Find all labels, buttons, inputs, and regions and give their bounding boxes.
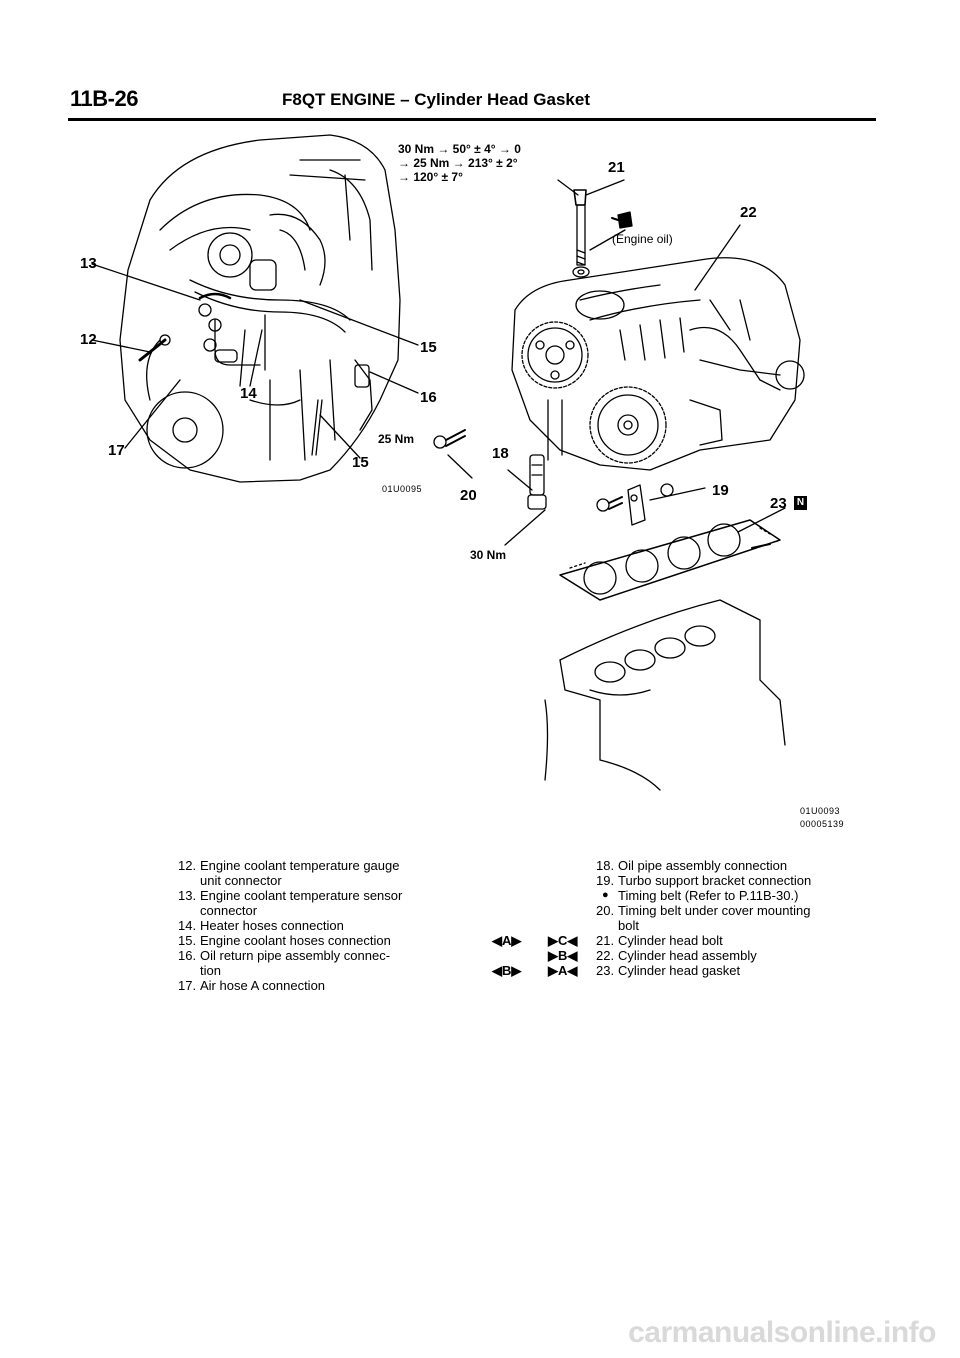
legend-item-17: 17.Air hose A connection: [178, 978, 326, 993]
callout-21: 21: [608, 159, 625, 176]
cylinder-head-drawing: [504, 179, 805, 791]
legend-item-12: 12.Engine coolant temperature gauge: [178, 858, 400, 873]
legend-item-15: 15.Engine coolant hoses connection: [178, 933, 391, 948]
torque-spec-line-2: → 25 Nm → 213° ± 2°: [398, 156, 518, 170]
removal-mark-b: ◀B▶: [492, 963, 522, 978]
removal-mark-a: ◀A▶: [492, 933, 522, 948]
callout-20: 20: [460, 487, 477, 504]
legend-item-timing-belt: ●Timing belt (Refer to P.11B-30.): [602, 888, 799, 903]
install-mark-c: ▶C◀: [548, 933, 578, 948]
figure-code-right-2: 00005139: [800, 819, 845, 829]
figure-code-right-1: 01U0093: [800, 806, 841, 816]
legend-item-21: 21.Cylinder head bolt: [596, 933, 723, 948]
callout-18: 18: [492, 445, 509, 462]
torque-spec-line-1: 30 Nm → 50° ± 4° → 0: [398, 142, 521, 156]
legend-item-20-cont: bolt: [618, 918, 639, 933]
callout-14: 14: [240, 385, 257, 402]
legend-left: 12.Engine coolant temperature gauge unit…: [178, 858, 468, 993]
legend-item-14: 14.Heater hoses connection: [178, 918, 344, 933]
callout-16: 16: [420, 389, 437, 406]
callout-13: 13: [80, 255, 97, 272]
page-title: F8QT ENGINE – Cylinder Head Gasket: [282, 90, 590, 109]
callout-23: 23: [770, 495, 787, 512]
callout-22: 22: [740, 204, 757, 221]
legend-right: 18.Oil pipe assembly connection 19.Turbo…: [596, 858, 866, 978]
legend-item-16-cont: tion: [200, 963, 221, 978]
figure-code-left: 01U0095: [382, 484, 423, 494]
legend-item-19: 19.Turbo support bracket connection: [596, 873, 812, 888]
install-mark-a: ▶A◀: [548, 963, 578, 978]
torque-30nm: 30 Nm: [470, 548, 507, 562]
legend-item-22: 22.Cylinder head assembly: [596, 948, 757, 963]
callout-12: 12: [80, 331, 97, 348]
legend-item-23: 23.Cylinder head gasket: [596, 963, 741, 978]
legend-item-18: 18.Oil pipe assembly connection: [596, 858, 788, 873]
engine-oil-note: (Engine oil): [612, 232, 673, 246]
install-mark-b: ▶B◀: [548, 948, 578, 963]
new-part-mark-icon: N: [794, 496, 807, 510]
legend-item-13-cont: connector: [200, 903, 258, 918]
legend-item-13: 13.Engine coolant temperature sensor: [178, 888, 403, 903]
legend-item-16: 16.Oil return pipe assembly connec-: [178, 948, 391, 963]
page-number: 11B-26: [70, 86, 138, 111]
legend-item-20: 20.Timing belt under cover mounting: [596, 903, 811, 918]
callout-17: 17: [108, 442, 125, 459]
callout-15-lower: 15: [352, 454, 369, 471]
header-rule: [68, 118, 876, 121]
left-engine-drawing: [91, 134, 473, 483]
callout-19: 19: [712, 482, 729, 499]
legend-item-12-cont: unit connector: [200, 873, 282, 888]
watermark: carmanualsonline.info: [628, 1316, 936, 1349]
torque-25nm: 25 Nm: [378, 432, 415, 446]
callout-15-upper: 15: [420, 339, 437, 356]
torque-spec-line-3: → 120° ± 7°: [398, 170, 463, 184]
